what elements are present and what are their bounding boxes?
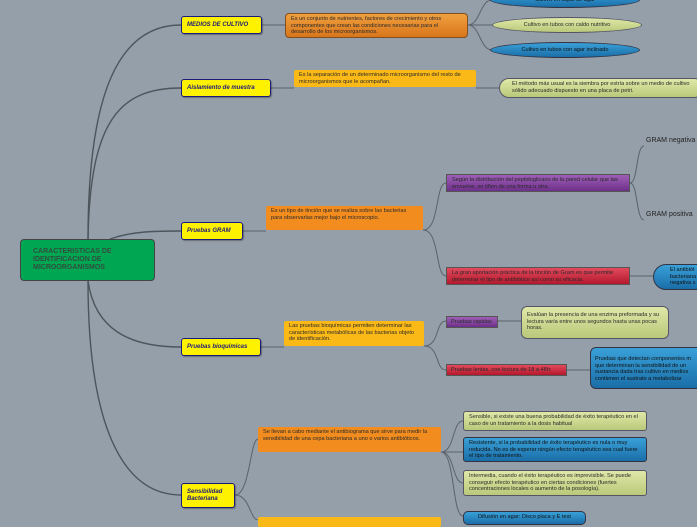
aislamiento-description[interactable]: Es la separación de un determinado micro… [294, 70, 476, 87]
sensible-item[interactable]: Sensible, si existe una buena probabilid… [463, 411, 647, 431]
gram-antibiotico[interactable]: El antibiót bacteriana negativa s [653, 264, 697, 290]
aislamiento-detail[interactable]: El método más usual es la siembra por es… [499, 78, 697, 98]
gram-description[interactable]: Es un tipo de tinción que se realiza sob… [266, 206, 423, 230]
intermedia-item[interactable]: Intermedia, cuando el éxito terapéutico … [463, 470, 647, 496]
gram-aportacion[interactable]: La gran aportación práctica de la tinció… [446, 267, 630, 285]
central-topic[interactable]: CARACTERISTICAS DE IDENTIFICACION DE MIC… [20, 239, 155, 281]
topic-sensibilidad[interactable]: Sensibilidad Bacteriana [181, 483, 235, 508]
topic-pruebas-bioquimicas[interactable]: Pruebas bioquímicas [181, 338, 261, 356]
medios-item[interactable]: Cultivo en tubos con agar inclinado [490, 42, 640, 58]
pruebas-rapidas[interactable]: Pruebas rapidas [446, 316, 498, 328]
gram-negativa[interactable]: GRAM negativa [646, 137, 696, 144]
medios-description[interactable]: Es un conjunto de nutrientes, factores d… [285, 13, 468, 38]
pruebas-lentas[interactable]: Pruebas lentas, con lectura de 18 a 48h: [446, 364, 567, 376]
rapidas-detail[interactable]: Evalúan la presencia de una enzima prefo… [521, 306, 669, 339]
gram-positiva[interactable]: GRAM positiva [646, 211, 693, 218]
sensibilidad-method-node[interactable] [258, 517, 441, 527]
topic-medios-de-cultivo[interactable]: MEDIOS DE CULTIVO [181, 16, 262, 34]
topic-pruebas-gram[interactable]: Pruebas GRAM [181, 222, 243, 240]
lentas-detail[interactable]: Pruebas que detectan componentes m que d… [590, 347, 697, 389]
sensibilidad-description[interactable]: Se llevan a cabo mediante el antibiogram… [258, 427, 441, 452]
medios-item[interactable]: Cultivo en tubos con caldo nutritivo [492, 17, 642, 33]
bioquimicas-description[interactable]: Las pruebas bioquímicas permiten determi… [284, 321, 424, 346]
difusion-item[interactable]: Difusión en agar: Disco placa y E test [463, 511, 586, 525]
resistente-item[interactable]: Resistente, si la probabilidad de éxito … [463, 437, 647, 462]
topic-aislamiento[interactable]: Aislamiento de muestra [181, 79, 271, 97]
gram-distribucion[interactable]: Según la distribución del peptidoglicano… [446, 174, 630, 192]
